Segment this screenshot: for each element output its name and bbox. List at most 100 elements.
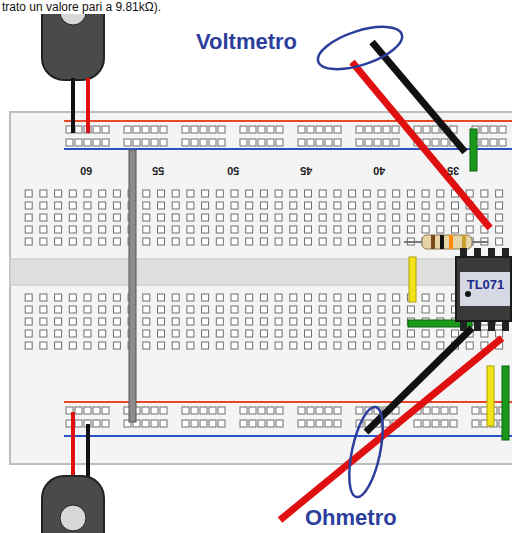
breadboard-hole [319, 330, 326, 337]
breadboard-hole [383, 139, 390, 146]
breadboard-hole [275, 202, 282, 209]
breadboard-hole [407, 226, 414, 233]
breadboard-hole [258, 139, 265, 146]
breadboard-hole [319, 214, 326, 221]
breadboard-hole [69, 238, 76, 245]
breadboard-hole [316, 420, 323, 427]
breadboard-hole [349, 318, 356, 325]
breadboard-hole [187, 294, 194, 301]
breadboard-hole [158, 318, 165, 325]
breadboard-hole [393, 294, 400, 301]
breadboard-hole [40, 342, 47, 349]
breadboard-hole [113, 330, 120, 337]
breadboard-hole [240, 420, 247, 427]
breadboard-hole [187, 202, 194, 209]
breadboard-hole [316, 126, 323, 133]
breadboard-hole [290, 342, 297, 349]
breadboard-hole [113, 294, 120, 301]
breadboard-hole [172, 342, 179, 349]
breadboard-hole [305, 214, 312, 221]
breadboard-hole [143, 202, 150, 209]
breadboard-hole [422, 214, 429, 221]
breadboard-hole [25, 342, 32, 349]
breadboard-hole [216, 318, 223, 325]
breadboard-hole [55, 330, 62, 337]
breadboard-hole [290, 226, 297, 233]
breadboard-hole [182, 420, 189, 427]
breadboard-hole [113, 318, 120, 325]
breadboard-hole [258, 126, 265, 133]
breadboard-hole [55, 214, 62, 221]
breadboard-hole [202, 330, 209, 337]
breadboard-hole [246, 214, 253, 221]
breadboard-hole [305, 330, 312, 337]
breadboard-hole [452, 226, 459, 233]
breadboard-hole [55, 318, 62, 325]
breadboard-hole [216, 294, 223, 301]
breadboard-hole [319, 238, 326, 245]
breadboard-hole [216, 306, 223, 313]
breadboard-hole [231, 226, 238, 233]
breadboard-hole [260, 330, 267, 337]
connector-hole [60, 505, 86, 531]
breadboard-hole [231, 306, 238, 313]
breadboard-hole [260, 202, 267, 209]
breadboard-hole [143, 342, 150, 349]
breadboard-hole [422, 294, 429, 301]
breadboard-hole [407, 306, 414, 313]
breadboard-hole [187, 226, 194, 233]
breadboard-hole [84, 139, 91, 146]
breadboard-hole [182, 407, 189, 414]
breadboard-hole [216, 238, 223, 245]
breadboard-hole [437, 330, 444, 337]
breadboard-hole [452, 202, 459, 209]
breadboard-hole [276, 420, 283, 427]
breadboard-hole [172, 190, 179, 197]
resistor-band [431, 235, 435, 249]
breadboard-hole [275, 226, 282, 233]
breadboard-hole [249, 420, 256, 427]
breadboard-hole [452, 214, 459, 221]
breadboard-hole [334, 407, 341, 414]
breadboard-hole [246, 306, 253, 313]
breadboard-hole [472, 407, 479, 414]
breadboard-hole [305, 238, 312, 245]
ohmmeter-red-probe [280, 338, 502, 520]
breadboard-hole [275, 294, 282, 301]
breadboard-hole [356, 126, 363, 133]
breadboard-hole [378, 318, 385, 325]
breadboard-hole [246, 226, 253, 233]
breadboard-hole [69, 214, 76, 221]
breadboard-hole [276, 139, 283, 146]
breadboard-hole [231, 238, 238, 245]
breadboard-hole [441, 420, 448, 427]
breadboard-hole [290, 294, 297, 301]
breadboard-hole [69, 330, 76, 337]
breadboard-hole [55, 226, 62, 233]
breadboard-hole [383, 126, 390, 133]
breadboard-hole [218, 139, 225, 146]
breadboard-hole [158, 342, 165, 349]
breadboard-hole [93, 407, 100, 414]
breadboard-hole [143, 318, 150, 325]
breadboard-hole [275, 238, 282, 245]
breadboard-hole [246, 238, 253, 245]
breadboard-hole [290, 214, 297, 221]
breadboard-hole [99, 238, 106, 245]
breadboard-hole [191, 420, 198, 427]
breadboard-hole [260, 190, 267, 197]
breadboard-hole [69, 202, 76, 209]
breadboard-hole [40, 306, 47, 313]
breadboard-hole [93, 420, 100, 427]
breadboard-hole [334, 226, 341, 233]
breadboard-hole [378, 294, 385, 301]
breadboard-hole [258, 420, 265, 427]
breadboard-hole [25, 190, 32, 197]
breadboard-hole [25, 318, 32, 325]
breadboard-hole [307, 139, 314, 146]
breadboard-hole [496, 214, 503, 221]
breadboard-hole [202, 190, 209, 197]
breadboard-hole [349, 202, 356, 209]
breadboard-hole [99, 342, 106, 349]
breadboard-hole [414, 420, 421, 427]
